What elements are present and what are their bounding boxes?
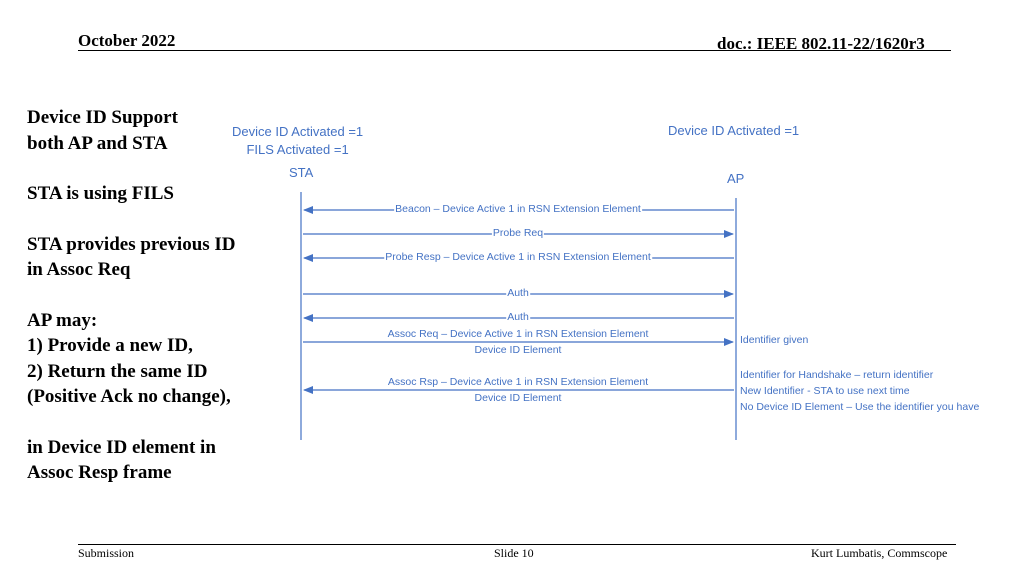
probe-resp-label: Probe Resp – Device Active 1 in RSN Exte… (384, 251, 652, 263)
footer-slide-number: Slide 10 (494, 546, 534, 560)
rsp-note-line: Identifier for Handshake – return identi… (740, 369, 934, 381)
assoc-req-label-2: Device ID Element (474, 344, 562, 356)
rsp-note-line: No Device ID Element – Use the identifie… (740, 401, 980, 413)
body-line: in Assoc Req (27, 259, 131, 280)
body-line: AP may: (27, 309, 98, 331)
assoc-rsp-label-2: Device ID Element (474, 392, 562, 404)
ap-label: AP (727, 171, 745, 186)
body-line: STA is using FILS (27, 183, 174, 204)
sta-note-line: FILS Activated =1 (246, 142, 349, 157)
sta-capability-note: Device ID Activated =1 FILS Activated =1 (232, 123, 363, 159)
body-line: STA provides previous ID (27, 233, 236, 255)
body-line: Assoc Resp frame (27, 462, 172, 483)
beacon-label: Beacon – Device Active 1 in RSN Extensio… (394, 203, 642, 215)
body-line: both AP and STA (27, 132, 168, 154)
sta-note-line: Device ID Activated =1 (232, 124, 364, 139)
assoc-rsp-notes: Identifier for Handshake – return identi… (740, 367, 979, 415)
auth-resp-label: Auth (506, 311, 530, 323)
assoc-req-label: Assoc Req – Device Active 1 in RSN Exten… (386, 328, 650, 340)
footer-author: Kurt Lumbatis, Commscope (811, 546, 948, 560)
sta-label: STA (289, 165, 314, 180)
rsp-note-line: New Identifier - STA to use next time (740, 385, 910, 397)
body-line: 1) Provide a new ID, (27, 335, 193, 356)
probe-req-label: Probe Req (491, 227, 545, 239)
body-line: Device ID Support (27, 107, 178, 128)
body-line: 2) Return the same ID (27, 360, 208, 382)
identifier-given-note: Identifier given (740, 334, 809, 346)
body-line: in Device ID element in (27, 436, 216, 458)
assoc-rsp-label: Assoc Rsp – Device Active 1 in RSN Exten… (386, 376, 650, 388)
ap-capability-note: Device ID Activated =1 (668, 123, 800, 138)
header-date: October 2022 (78, 31, 176, 50)
footer-rule (78, 544, 956, 545)
footer-submission: Submission (78, 546, 135, 560)
slide-body-text: Device ID Support both AP and STA STA is… (27, 105, 277, 486)
auth-req-label: Auth (506, 287, 530, 299)
header-rule (78, 50, 951, 51)
header-doc-id: doc.: IEEE 802.11-22/1620r3 (717, 34, 925, 53)
body-line: (Positive Ack no change), (27, 386, 231, 407)
